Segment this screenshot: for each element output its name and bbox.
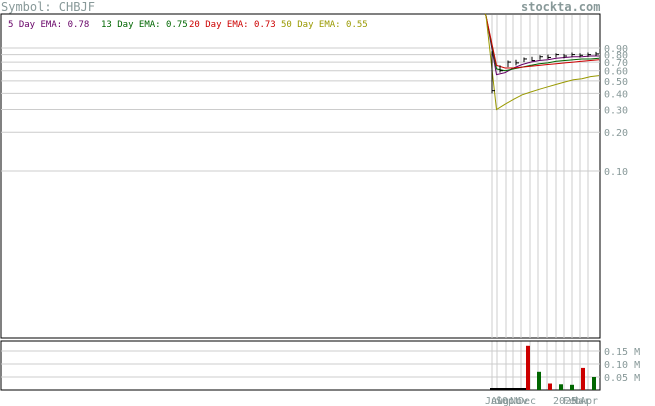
ema-20-label: 20 Day EMA:	[189, 20, 249, 30]
ema-13-legend: 13 Day EMA: 0.75	[101, 20, 188, 31]
price-tick-label: 0.60	[604, 67, 628, 78]
price-axis: 0.900.800.700.600.500.40 0.30 0.20 0.10	[604, 44, 628, 178]
site-name: stockta.com	[521, 0, 601, 14]
x-axis-label: Nov	[510, 396, 528, 406]
volume-tick-label: 0.10 M	[604, 360, 640, 371]
volume-axis: 0.15 M 0.10 M 0.05 M	[604, 347, 640, 384]
volume-bar	[570, 384, 574, 390]
ema-5-label: 5 Day EMA:	[8, 20, 63, 30]
price-tick-label: 0.20	[604, 128, 628, 139]
ema-13-label: 13 Day EMA:	[101, 20, 161, 30]
x-axis-label: Dec	[518, 396, 536, 406]
ema-13-value: 0.75	[166, 20, 188, 30]
volume-panel	[0, 340, 601, 391]
month-grid	[491, 15, 589, 390]
x-axis-label: 2025	[553, 396, 577, 406]
x-axis-label: Feb	[563, 396, 581, 406]
price-tick-label: 0.50	[604, 77, 628, 88]
ema-5-legend: 5 Day EMA: 0.78	[8, 20, 89, 31]
price-tick-label: 0.30	[604, 106, 628, 117]
volume-bar	[592, 377, 596, 390]
price-panel-border	[0, 13, 601, 339]
ema-5-line	[484, 13, 599, 76]
x-axis-label: Apr	[580, 396, 598, 406]
price-grid	[1, 47, 600, 172]
x-axis-label: Sep	[496, 396, 514, 406]
ema-50-value: 0.55	[346, 20, 368, 30]
ema-20-line	[484, 13, 600, 69]
price-tick-label: 0.10	[604, 167, 628, 178]
price-bars	[491, 51, 599, 94]
ema-20-legend: 20 Day EMA: 0.73	[189, 20, 276, 31]
price-panel	[0, 13, 601, 339]
price-tick-label: 0.40	[604, 89, 628, 100]
x-axis-label: Mar	[572, 396, 590, 406]
volume-bars	[490, 345, 596, 390]
volume-bar	[526, 345, 530, 390]
ema-5-value: 0.78	[67, 20, 90, 30]
ema-50-line	[484, 13, 600, 111]
ema-13-line	[484, 13, 600, 72]
price-tick-label: 0.70	[604, 58, 628, 69]
volume-panel-border	[0, 340, 601, 391]
ema-20-value: 0.73	[254, 20, 276, 30]
volume-tick-label: 0.05 M	[604, 373, 640, 384]
x-axis-label: Aug	[491, 396, 509, 406]
symbol-label: Symbol: CHBJF	[1, 0, 95, 14]
volume-bar	[581, 367, 585, 390]
price-tick-label: 0.90	[604, 44, 628, 55]
volume-tick-label: 0.15 M	[604, 347, 640, 358]
volume-bar	[537, 371, 541, 390]
x-axis-label: Oct	[502, 396, 520, 406]
volume-grid	[1, 350, 600, 378]
price-tick-label: 0.80	[604, 51, 628, 62]
ema-50-label: 50 Day EMA:	[281, 20, 341, 30]
volume-bar	[548, 383, 552, 390]
volume-bar	[559, 384, 563, 390]
x-axis-label: Jul	[485, 396, 503, 406]
ema-lines	[484, 13, 600, 111]
ema-50-legend: 50 Day EMA: 0.55	[281, 20, 368, 31]
